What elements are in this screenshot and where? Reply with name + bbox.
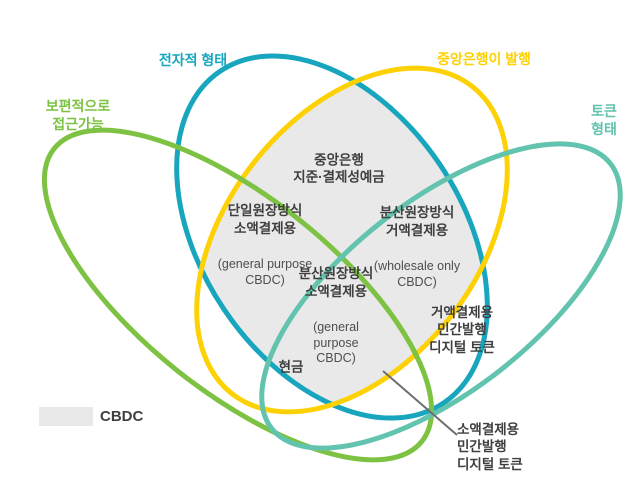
leader-line bbox=[382, 370, 458, 436]
single-ledger-retail-english: (general purpose CBDC) bbox=[217, 257, 313, 287]
dlt-wholesale-label: 분산원장방식 거액결제용 (wholesale only CBDC) bbox=[374, 184, 460, 310]
universally-accessible-label: 보편적으로 접근가능 bbox=[45, 98, 111, 132]
dlt-retail-english: (general purpose CBDC) bbox=[313, 320, 359, 366]
dlt-retail-label: 분산원장방식 소액결제용 (general purpose CBDC) bbox=[299, 245, 374, 387]
retail-private-token-label: 소액결제용 민간발행 디지털 토큰 bbox=[457, 422, 523, 472]
single-ledger-retail-label: 단일원장방식 소액결제용 (general purpose CBDC) bbox=[218, 182, 313, 308]
legend-cbdc-label: CBDC bbox=[100, 408, 144, 425]
ellipse-universally-accessible bbox=[41, 127, 435, 463]
dlt-wholesale-korean: 분산원장방식 거액결제용 bbox=[379, 205, 455, 238]
cash-label: 현금 bbox=[278, 359, 304, 375]
central-bank-reserves-label: 중앙은행 지준·결제성예금 bbox=[293, 152, 385, 185]
legend-cbdc-swatch bbox=[39, 407, 93, 426]
ellipse-electronic-form bbox=[174, 53, 490, 421]
electronic-form-label: 전자적 형태 bbox=[158, 52, 228, 69]
wholesale-private-token-label: 거액결제용 민간발행 디지털 토큰 bbox=[429, 305, 495, 355]
dlt-wholesale-english: (wholesale only CBDC) bbox=[373, 259, 461, 289]
central-bank-issued-label: 중앙은행이 발행 bbox=[436, 51, 532, 68]
ellipse-token-form bbox=[259, 141, 623, 451]
dlt-retail-korean: 분산원장방식 소액결제용 bbox=[298, 266, 374, 299]
ellipse-central-bank-issued bbox=[194, 65, 510, 415]
token-form-label: 토큰 형태 bbox=[591, 103, 617, 137]
single-ledger-retail-korean: 단일원장방식 소액결제용 bbox=[227, 203, 303, 236]
